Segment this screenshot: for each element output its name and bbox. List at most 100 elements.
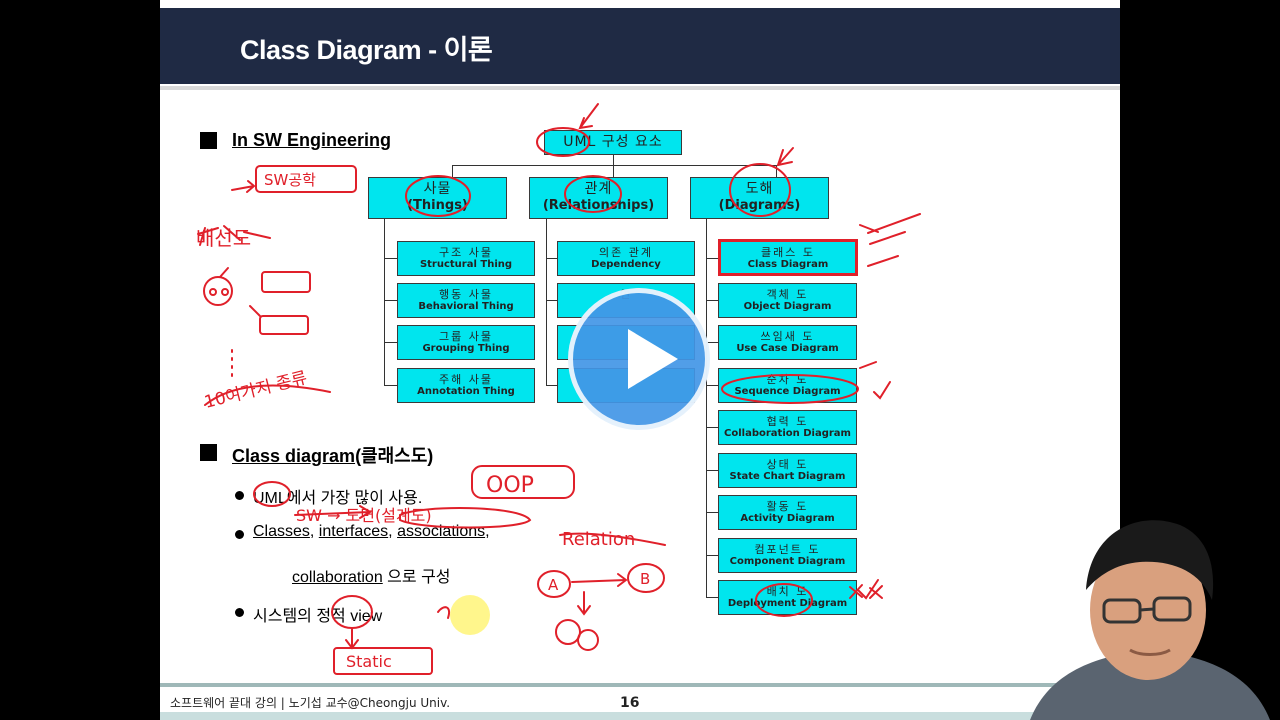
connector [706, 427, 718, 428]
item-en: Annotation Thing [417, 386, 515, 397]
sep: , [485, 523, 490, 540]
item-kr: 그룹 사물 [439, 330, 493, 343]
uml-rest: 에서 가장 많이 사용. [286, 490, 423, 507]
presenter-video [1030, 520, 1270, 720]
bullet-composition: Classes, interfaces, associations, [253, 523, 490, 541]
item-en: Object Diagram [743, 301, 832, 312]
item-en: Activity Diagram [740, 513, 835, 524]
section-bullet [200, 444, 217, 461]
connector [613, 155, 614, 177]
item-en: State Chart Diagram [729, 471, 846, 482]
page-number: 16 [620, 695, 640, 711]
term-collaboration: collaboration [292, 569, 383, 586]
item-en: Grouping Thing [422, 343, 510, 354]
connector [384, 385, 398, 386]
section-bullet [200, 132, 217, 149]
connector [384, 342, 398, 343]
item-kr: 배치 도 [766, 585, 809, 598]
uml-term: UML [253, 490, 287, 507]
connector [452, 165, 453, 177]
category-things: 사물 (Things) [368, 177, 507, 219]
class-diagram-term: Class diagram [232, 446, 356, 466]
connector [706, 342, 718, 343]
category-en: (Relationships) [542, 198, 655, 213]
connector [546, 258, 558, 259]
slide: Class Diagram - 이론 In SW Engineering Cla… [160, 0, 1120, 720]
bullet-dot [235, 608, 244, 617]
sep: , [309, 523, 319, 540]
term-classes: Classes [253, 523, 310, 540]
category-kr: 관계 [584, 181, 613, 197]
item-kr: 클래스 도 [761, 246, 815, 259]
sep: , [388, 523, 398, 540]
category-relationships: 관계 (Relationships) [529, 177, 668, 219]
item-en: Class Diagram [747, 259, 829, 270]
item-en: Behavioral Thing [418, 301, 514, 312]
item-en: Deployment Diagram [727, 598, 848, 609]
item-kr: 순차 도 [766, 373, 809, 386]
bullet-dot [235, 491, 244, 500]
category-en: (Diagrams) [718, 198, 801, 213]
connector [776, 165, 777, 177]
composition-suffix: 으로 구성 [382, 569, 451, 586]
term-associations: associations [397, 523, 486, 540]
category-kr: 도해 [745, 181, 774, 197]
item-kr: 구조 사물 [439, 246, 493, 259]
category-diagrams: 도해 (Diagrams) [690, 177, 829, 219]
connector [546, 300, 558, 301]
connector [546, 385, 558, 386]
item-kr: 의존 관계 [599, 246, 653, 259]
item-en: Sequence Diagram [734, 386, 841, 397]
connector [706, 219, 707, 598]
play-icon [628, 329, 678, 389]
item-en: Dependency [591, 259, 661, 270]
item-kr: 쓰임새 도 [760, 330, 815, 343]
item-en: Component Diagram [729, 556, 846, 567]
footer-text: 소프트웨어 끝대 강의 | 노기섭 교수@Cheongju Univ. [170, 696, 451, 710]
item-en: Structural Thing [419, 259, 513, 270]
connector [706, 512, 718, 513]
connector [452, 165, 776, 166]
item-kr: 컴포넌트 도 [754, 543, 821, 556]
item-en: Collaboration Diagram [724, 428, 851, 439]
connector [384, 258, 398, 259]
item-kr: 객체 도 [766, 288, 809, 301]
bullet-dot [235, 530, 244, 539]
item-kr: 협력 도 [766, 415, 809, 428]
item-kr: 행동 사물 [439, 288, 493, 301]
uml-root-box: UML 구성 요소 [544, 130, 682, 155]
item-kr: 활동 도 [766, 500, 809, 513]
connector [384, 300, 398, 301]
item-en: Use Case Diagram [736, 343, 839, 354]
bullet-static-view: 시스템의 정적 view [253, 608, 383, 625]
bullet-uml: UML에서 가장 많이 사용. [253, 484, 422, 508]
slide-title: Class Diagram - 이론 [240, 35, 493, 65]
connector [546, 219, 547, 386]
term-interfaces: interfaces [318, 523, 389, 540]
item-kr: 주해 사물 [439, 373, 493, 386]
connector [706, 258, 718, 259]
play-button[interactable] [568, 288, 710, 430]
section-heading-1: In SW Engineering [232, 130, 392, 150]
connector [706, 385, 718, 386]
section-heading-2: Class diagram(클래스도) [232, 442, 433, 468]
bullet-composition-cont: collaboration 으로 구성 [292, 563, 451, 587]
class-diagram-korean: (클래스도) [355, 446, 434, 466]
category-kr: 사물 [423, 181, 452, 197]
title-divider [160, 86, 1120, 90]
footer-divider [160, 683, 1120, 687]
